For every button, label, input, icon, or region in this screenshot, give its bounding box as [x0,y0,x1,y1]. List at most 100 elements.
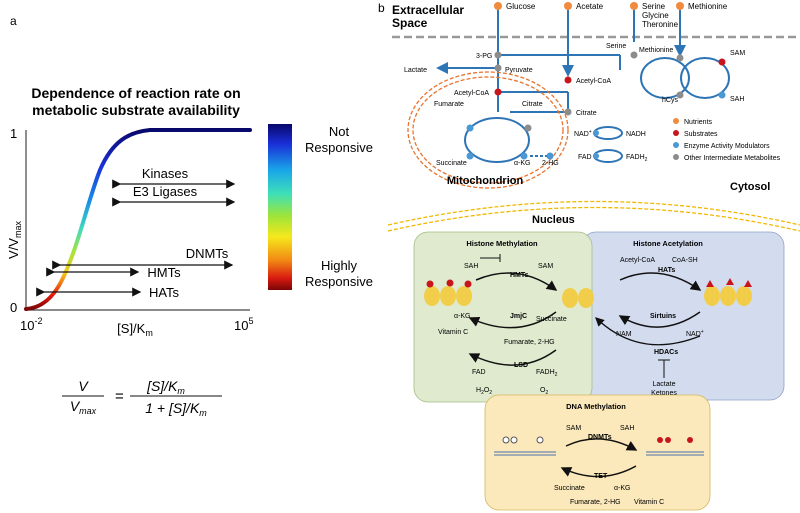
svg-text:H2O2: H2O2 [476,387,492,396]
svg-text:Histone Acetylation: Histone Acetylation [633,239,703,248]
svg-text:DNA Methylation: DNA Methylation [566,402,626,411]
svg-text:SAM: SAM [566,425,581,432]
svg-text:DNMTs: DNMTs [186,246,229,261]
svg-text:Vmax: Vmax [70,398,97,416]
svg-text:SAM: SAM [730,50,745,57]
svg-text:Acetate: Acetate [576,2,604,11]
enzyme-range-dnmts: DNMTs [52,246,234,270]
nutrient-glucose: Glucose [494,2,536,11]
extracellular-space-label-1: Extracellular [392,3,464,17]
svg-text:Succinate: Succinate [436,160,467,167]
svg-text:=: = [115,388,124,405]
panel-a-title-line2: metabolic substrate availability [32,102,240,118]
svg-text:LSD: LSD [514,362,528,369]
metabolite-lactate: Lactate [404,67,427,74]
mito-acetyl-coa: Acetyl-CoA [454,88,502,97]
svg-text:Pyruvate: Pyruvate [505,67,533,74]
enzyme-range-kinases: Kinases [112,166,236,189]
svg-text:FADH2: FADH2 [536,369,558,378]
svg-text:Acetyl-CoA: Acetyl-CoA [454,90,489,97]
svg-text:1 + [S]/Km: 1 + [S]/Km [145,400,207,418]
nutrient-serine-glycine-threonine: Serine Glycine Theronine [630,2,679,29]
mito-akg: α-KG [514,152,531,167]
metabolite-3pg: 3-PG [476,51,502,60]
svg-text:Succinate: Succinate [554,485,585,492]
svg-text:α-KG: α-KG [454,313,471,320]
metabolite-acetyl-coa-cyto: Acetyl-CoA [564,76,611,85]
dna-methylation-content: DNA Methylation SAM SAH DNMTs TET Succin… [494,402,704,506]
colorbar-bottom-label-2: Responsive [305,274,373,289]
mito-citrate: Citrate [522,101,543,132]
cytosol-label: Cytosol [730,181,770,193]
svg-text:Fumarate: Fumarate [434,101,464,108]
svg-text:Methionine: Methionine [639,47,673,54]
x-axis-label: [S]/Km [117,321,153,338]
mitochondrion-label: Mitochondrion [447,175,524,187]
svg-text:E3 Ligases: E3 Ligases [133,184,198,199]
svg-text:FAD: FAD [578,154,592,161]
svg-text:Acetyl-CoA: Acetyl-CoA [620,257,655,264]
svg-text:Lactate: Lactate [404,67,427,74]
nucleus-label: Nucleus [532,214,575,226]
metabolite-sah: SAH [718,91,744,103]
mitochondrion-outer-membrane [407,71,569,189]
enzyme-range-hats: HATs [36,285,180,300]
panel-a-title-line1: Dependence of reaction rate on [31,85,240,101]
svg-text:Fumarate, 2-HG: Fumarate, 2-HG [504,339,555,346]
svg-text:SAH: SAH [464,263,478,270]
enzyme-range-hmts: HMTs [46,265,181,280]
histone-methylation-content: Histone Methylation SAH SAM HMTs α-KG Jm… [424,239,594,396]
svg-text:Theronine: Theronine [642,20,679,29]
metabolite-serine: Serine [606,43,638,59]
histone-acetylation-content: Histone Acetylation Acetyl-CoA CoA-SH HA… [595,239,752,397]
svg-text:TET: TET [594,473,608,480]
michaelis-menten-equation: V Vmax = [S]/Km 1 + [S]/Km [62,378,222,418]
svg-text:Succinate: Succinate [536,316,567,323]
svg-text:Fumarate, 2-HG: Fumarate, 2-HG [570,499,621,506]
svg-text:Ketones: Ketones [651,390,677,397]
svg-text:NAD+: NAD+ [686,329,704,338]
cofactor-fad: FAD FADH2 [578,153,648,163]
svg-text:FAD: FAD [472,369,486,376]
extracellular-space-label-2: Space [392,16,428,30]
svg-text:Citrate: Citrate [522,101,543,108]
mito-2hg: 2-HG [542,152,559,167]
svg-text:Acetyl-CoA: Acetyl-CoA [576,78,611,85]
legend: Nutrients Substrates Enzyme Activity Mod… [673,118,781,162]
svg-text:SAH: SAH [620,425,634,432]
svg-text:Vitamin C: Vitamin C [438,329,468,336]
mitochondrion-inner-membrane [412,76,564,184]
svg-text:Methionine: Methionine [688,2,728,11]
svg-text:Serine: Serine [642,2,666,11]
panel-a-label: a [10,14,17,28]
svg-text:NAD+: NAD+ [574,129,592,138]
sigmoid-curve [24,128,252,311]
svg-text:Kinases: Kinases [142,166,189,181]
metabolite-sam: SAM [718,50,745,66]
metabolite-pyruvate: Pyruvate [494,64,533,74]
svg-text:NAM: NAM [616,331,632,338]
y-tick-top: 1 [10,126,17,141]
svg-text:SAM: SAM [538,263,553,270]
nuclear-envelope-outer [387,200,800,226]
cofactor-nad: NAD+ NADH [574,129,646,138]
svg-text:SAH: SAH [730,96,744,103]
enzyme-range-e3-ligases: E3 Ligases [112,184,236,207]
svg-text:α-KG: α-KG [614,485,631,492]
colorbar-top-label-2: Responsive [305,140,373,155]
metabolic-pathways [436,10,730,163]
mito-succinate: Succinate [436,152,474,167]
svg-text:Vitamin C: Vitamin C [634,499,664,506]
svg-text:NADH: NADH [626,131,646,138]
metabolite-citrate-cyto: Citrate [564,108,597,117]
svg-text:Lactate: Lactate [653,381,676,388]
svg-text:Serine: Serine [606,43,626,50]
colorbar-top-label-1: Not [329,124,350,139]
nuclear-envelope-inner [387,206,800,232]
dna-methylation-box [484,394,711,511]
svg-text:2-HG: 2-HG [542,160,559,167]
svg-text:HATs: HATs [658,267,675,274]
svg-text:HMTs: HMTs [510,272,529,279]
nutrient-acetate: Acetate [564,2,604,11]
svg-text:Substrates: Substrates [684,131,718,138]
